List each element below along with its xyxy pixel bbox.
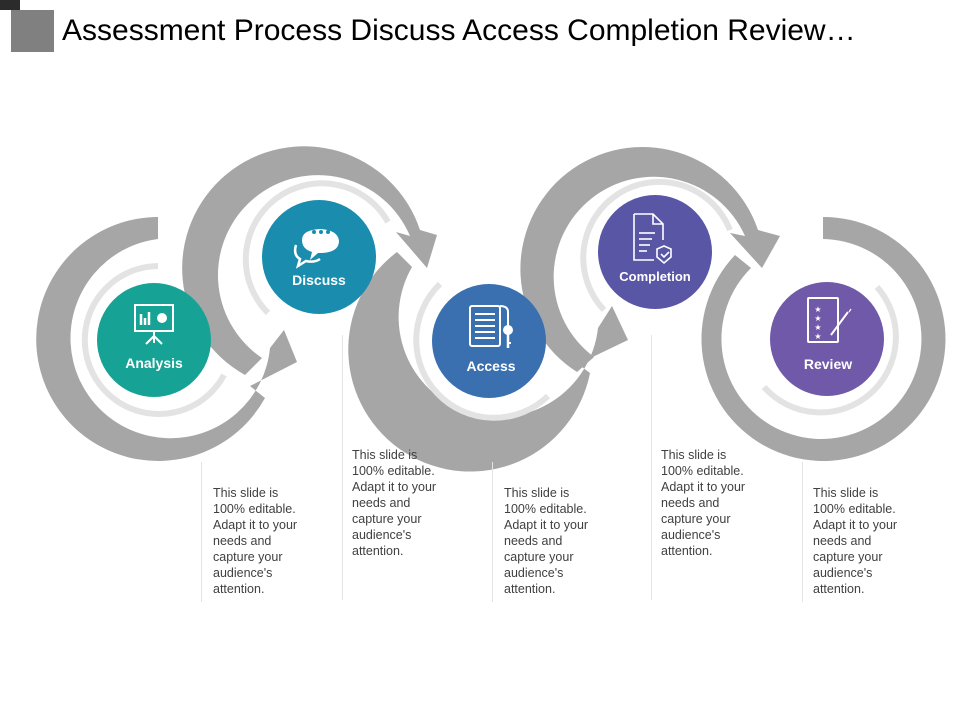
step-label-discuss: Discuss (292, 272, 346, 288)
slide-title: Assessment Process Discuss Access Comple… (62, 14, 856, 47)
inner-arc-discuss (242, 180, 391, 316)
step-circle-completion (598, 195, 712, 309)
divider-line (342, 335, 343, 600)
step-label-access: Access (466, 358, 515, 374)
arrow-ring-completion (520, 147, 780, 372)
inner-arc-completion (580, 178, 733, 313)
presentation-chart-icon (134, 304, 174, 345)
step-circle-access (432, 284, 546, 398)
document-check-icon (633, 213, 672, 265)
chat-bubbles-icon (293, 229, 339, 269)
step-label-review: Review (804, 356, 852, 372)
description-access: This slide is 100% editable. Adapt it to… (504, 486, 589, 596)
step-label-analysis: Analysis (125, 355, 183, 371)
svg-text:★: ★ (814, 323, 821, 332)
star-rating-pen-icon: ★ ★ ★ ★ (807, 297, 852, 343)
step-circle-discuss (262, 200, 376, 314)
corner-decoration (0, 0, 20, 10)
description-analysis: This slide is 100% editable. Adapt it to… (213, 486, 298, 596)
svg-text:★: ★ (814, 305, 821, 314)
step-discuss: Discuss (262, 200, 376, 314)
step-review: ★ ★ ★ ★ Review (770, 282, 884, 396)
inner-arc-analysis (81, 263, 227, 417)
description-discuss: This slide is 100% editable. Adapt it to… (352, 448, 437, 558)
inner-arc-access (413, 281, 551, 421)
step-circle-review (770, 282, 884, 396)
svg-text:★: ★ (814, 332, 821, 341)
step-analysis: Analysis (97, 283, 211, 397)
arrow-ring-discuss (182, 146, 437, 375)
step-label-completion: Completion (619, 269, 691, 284)
step-access: Access (432, 284, 546, 398)
svg-text:★: ★ (814, 314, 821, 323)
description-review: This slide is 100% editable. Adapt it to… (813, 486, 898, 596)
divider-line (201, 462, 202, 602)
divider-line (492, 462, 493, 602)
arrow-ring-access (348, 252, 628, 472)
arrow-rings (36, 146, 946, 472)
step-completion: Completion (598, 195, 712, 309)
divider-line (651, 335, 652, 600)
inner-arc-review (761, 285, 899, 416)
document-key-icon (469, 305, 513, 348)
inner-arcs (81, 178, 899, 421)
description-completion: This slide is 100% editable. Adapt it to… (661, 448, 746, 558)
divider-line (802, 462, 803, 602)
title-square-decoration (11, 10, 54, 52)
